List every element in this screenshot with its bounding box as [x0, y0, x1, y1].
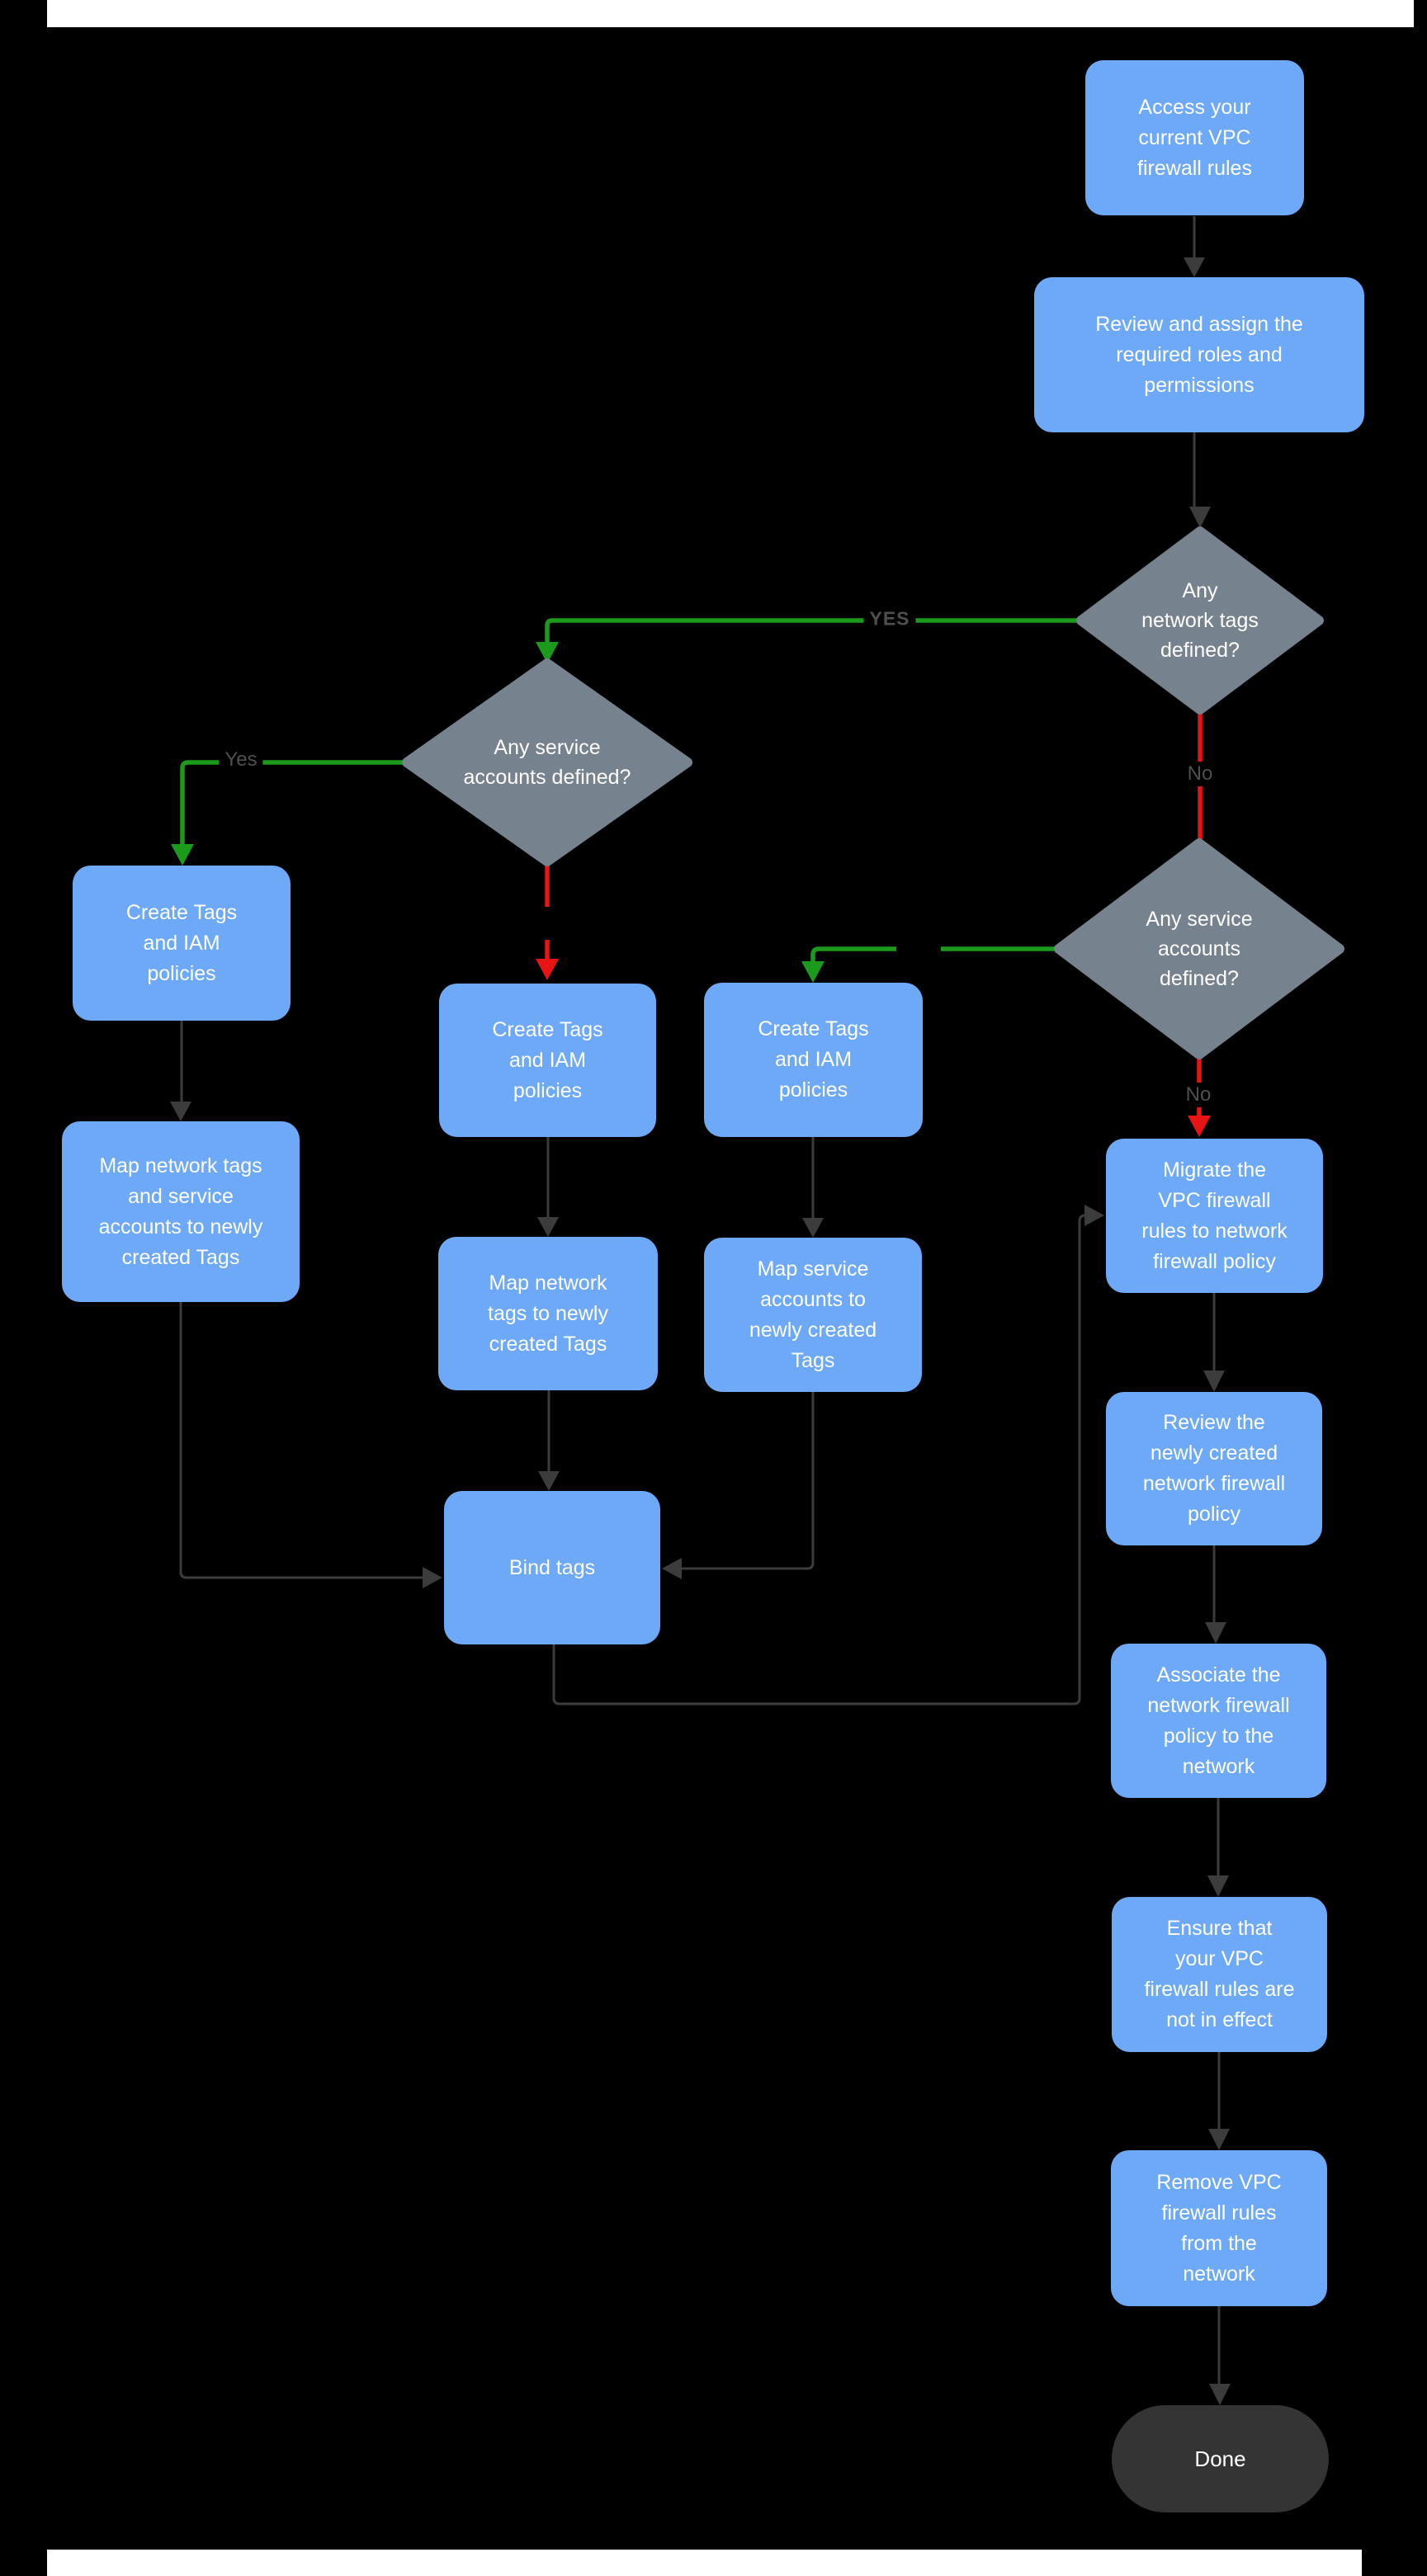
- decision-network-tags-label: Any network tags defined?: [1109, 554, 1291, 686]
- edge-yes-decision1-to-decision2: [545, 618, 1081, 645]
- node-remove-rules: Remove VPC firewall rules from the netwo…: [1111, 2150, 1327, 2306]
- node-label: Access your current VPC firewall rules: [1137, 95, 1252, 180]
- node-review-policy: Review the newly created network firewal…: [1106, 1392, 1322, 1545]
- decision-service-right-shape: [1054, 838, 1344, 1059]
- node-label: Create Tags and IAM policies: [758, 1017, 869, 1102]
- node-label: Ensure that your VPC firewall rules are …: [1144, 1917, 1295, 2031]
- decision-service-left-label: Any service accounts defined?: [436, 713, 659, 812]
- node-label: Migrate the VPC firewall rules to networ…: [1141, 1158, 1288, 1273]
- arrowhead: [1189, 507, 1211, 528]
- arrowhead: [1188, 1116, 1211, 1137]
- node-label: Any network tags defined?: [1141, 579, 1259, 662]
- node-label: Map network tags and service accounts to…: [98, 1154, 263, 1269]
- node-associate-policy: Associate the network firewall policy to…: [1111, 1644, 1326, 1798]
- arrowhead: [536, 959, 559, 980]
- node-review-roles: Review and assign the required roles and…: [1034, 277, 1364, 432]
- decision-service-right-label: Any service accounts defined?: [1117, 883, 1282, 1015]
- arrowhead: [1208, 2129, 1230, 2150]
- edge-mapboth-to-bind: [179, 1302, 426, 1579]
- node-label: Map service accounts to newly created Ta…: [749, 1257, 877, 1372]
- node-label: Review and assign the required roles and…: [1095, 312, 1303, 397]
- node-label: Create Tags and IAM policies: [125, 900, 238, 985]
- node-label: Review the newly created network firewal…: [1142, 1411, 1286, 1526]
- arrowhead: [801, 961, 825, 983]
- node-label: Done: [1194, 2446, 1246, 2471]
- node-create-tags-mid: Create Tags and IAM policies: [439, 984, 656, 1137]
- decision-network-tags-shape: [1076, 526, 1324, 715]
- edge-yes-decision2-to-createleft: [180, 760, 407, 847]
- node-create-tags-right: Create Tags and IAM policies: [704, 983, 923, 1137]
- node-done: Done: [1112, 2405, 1329, 2512]
- edge-mapservice-to-bind: [678, 1392, 815, 1570]
- arrowhead: [802, 1218, 824, 1238]
- node-create-tags-left: Create Tags and IAM policies: [73, 866, 291, 1021]
- arrowhead: [662, 1558, 682, 1579]
- arrowhead: [170, 1102, 191, 1121]
- node-label: Any service accounts defined?: [1146, 908, 1253, 990]
- node-map-network-tags: Map network tags to newly created Tags: [438, 1237, 658, 1390]
- edge-label-yes-network-tags: YES: [863, 606, 916, 631]
- node-ensure-not-in-effect: Ensure that your VPC firewall rules are …: [1112, 1897, 1327, 2052]
- node-label: Create Tags and IAM policies: [492, 1017, 603, 1102]
- arrowhead: [1203, 1371, 1225, 1392]
- node-access-vpc-rules: Access your current VPC firewall rules: [1085, 60, 1304, 215]
- decision-service-left-shape: [402, 658, 692, 866]
- node-migrate-rules: Migrate the VPC firewall rules to networ…: [1106, 1139, 1323, 1293]
- arrowhead: [1209, 2384, 1231, 2405]
- edge-label-yes-service-left: Yes: [219, 748, 263, 772]
- bottom-page-margin: [47, 2550, 1362, 2576]
- edge-yes-decision3-to-createright: [810, 946, 1059, 965]
- arrowhead: [1084, 1205, 1104, 1226]
- arrowhead: [538, 1471, 560, 1491]
- arrowhead: [1184, 257, 1205, 277]
- edge-bind-to-migrate: [552, 1214, 1088, 1706]
- arrowhead: [171, 844, 194, 866]
- arrowhead: [537, 1217, 559, 1237]
- node-label: Any service accounts defined?: [463, 736, 631, 789]
- edge-label-no-network-tags: No: [1181, 762, 1219, 786]
- arrowhead: [536, 642, 559, 663]
- node-map-both: Map network tags and service accounts to…: [62, 1121, 300, 1302]
- node-label: Bind tags: [508, 1555, 596, 1579]
- node-bind-tags: Bind tags: [444, 1491, 660, 1644]
- node-label: Map network tags to newly created Tags: [488, 1271, 608, 1356]
- arrowhead: [423, 1567, 442, 1588]
- node-label: Remove VPC firewall rules from the netwo…: [1156, 2170, 1282, 2286]
- node-label: Associate the network firewall policy to…: [1147, 1663, 1290, 1778]
- edge-label-no-service-right: No: [1179, 1083, 1217, 1107]
- arrowhead: [1205, 1622, 1226, 1644]
- top-page-margin: [47, 0, 1414, 27]
- arrowhead: [1207, 1875, 1229, 1897]
- node-map-service-accounts: Map service accounts to newly created Ta…: [704, 1238, 922, 1392]
